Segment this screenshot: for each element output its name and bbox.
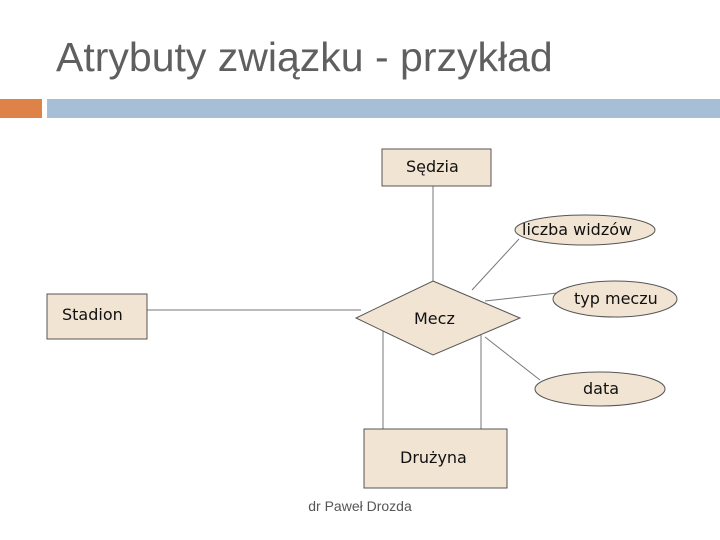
accent-bar xyxy=(0,99,42,118)
line-liczba-widzow xyxy=(471,238,520,291)
attribute-typ-meczu-ellipse xyxy=(552,280,678,318)
attribute-data-ellipse xyxy=(534,371,666,407)
entity-stadion-label: Stadion xyxy=(62,305,123,324)
slide-title: Atrybuty związku - przykład xyxy=(56,34,553,80)
entity-druzyna-box xyxy=(363,428,508,489)
attribute-liczba-widzow-label: liczba widzów xyxy=(522,220,633,239)
entity-druzyna-label: Drużyna xyxy=(400,448,467,467)
attribute-data-label: data xyxy=(583,379,620,398)
footer-author: dr Paweł Drozda xyxy=(308,498,412,514)
line-typ-meczu xyxy=(484,292,558,302)
attribute-typ-meczu-label: typ meczu xyxy=(574,289,658,308)
entity-sedzia-label: Sędzia xyxy=(406,157,459,176)
line-data xyxy=(484,336,541,381)
attribute-liczba-widzow-ellipse xyxy=(514,214,656,246)
relationship-mecz-label: Mecz xyxy=(414,309,455,328)
entity-stadion-box xyxy=(46,293,148,340)
entity-sedzia-box xyxy=(381,148,492,187)
relationship-mecz-diamond xyxy=(354,280,522,356)
header-bar xyxy=(47,99,720,118)
